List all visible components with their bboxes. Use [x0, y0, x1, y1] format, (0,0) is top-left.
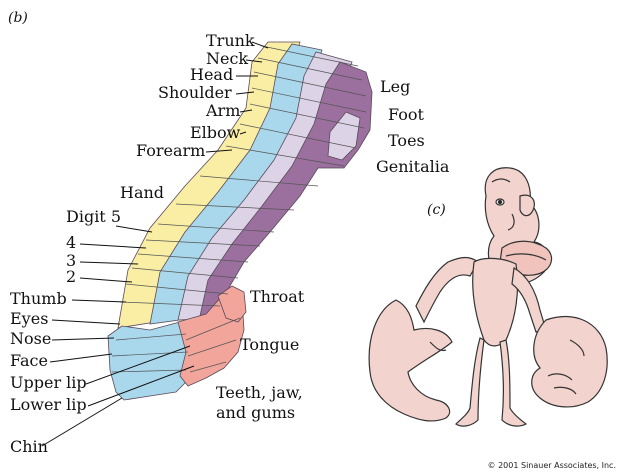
ear-drawing [519, 194, 535, 217]
band-purple [199, 61, 373, 317]
label-neck: Neck [206, 49, 248, 68]
label-teeth-line1: Teeth, jaw, [216, 383, 303, 402]
label-face: Face [10, 351, 48, 370]
panel-c-label: (c) [427, 202, 446, 218]
label-leg: Leg [380, 77, 410, 96]
label-throat: Throat [250, 287, 305, 306]
label-upper-lip: Upper lip [10, 373, 87, 392]
cortex-strip [107, 41, 373, 401]
label-tongue: Tongue [240, 335, 299, 354]
label-digit5: Digit 5 [66, 207, 121, 226]
label-toes: Toes [388, 131, 425, 150]
label-teeth-line2: and gums [216, 403, 295, 422]
left-labels: Trunk Neck Head Shoulder Arm Elbow Forea… [10, 31, 269, 456]
label-forearm: Forearm [136, 141, 205, 160]
label-elbow: Elbow [190, 123, 241, 142]
left-leg-drawing [455, 337, 485, 427]
left-arm-drawing [415, 256, 479, 324]
label-hand: Hand [120, 183, 164, 202]
label-genitalia: Genitalia [376, 157, 450, 176]
label-nose: Nose [10, 329, 51, 348]
torso-drawing [472, 257, 519, 347]
right-hand-drawing [531, 315, 608, 408]
label-digit3: 3 [66, 251, 76, 270]
right-arm-drawing [511, 267, 547, 333]
label-head: Head [190, 65, 233, 84]
label-arm: Arm [205, 101, 240, 120]
label-shoulder: Shoulder [158, 83, 232, 102]
homunculus-drawing [368, 167, 608, 427]
label-digit2: 2 [66, 267, 76, 286]
label-lower-lip: Lower lip [10, 395, 87, 414]
label-foot: Foot [388, 105, 424, 124]
left-hand-drawing [368, 299, 453, 422]
label-chin: Chin [10, 437, 48, 456]
panel-b-label: (b) [8, 10, 28, 26]
label-trunk: Trunk [206, 31, 255, 50]
band-lavender-notch [327, 111, 361, 161]
right-leg-drawing [499, 339, 528, 427]
strip-dividers [111, 45, 367, 373]
throat-region [217, 285, 247, 323]
label-eyes: Eyes [10, 309, 48, 328]
label-thumb: Thumb [10, 289, 67, 308]
copyright-text: © 2001 Sinauer Associates, Inc. [488, 461, 616, 470]
label-digit4: 4 [66, 233, 76, 252]
right-labels: Leg Foot Toes Genitalia Throat Tongue Te… [216, 77, 450, 422]
